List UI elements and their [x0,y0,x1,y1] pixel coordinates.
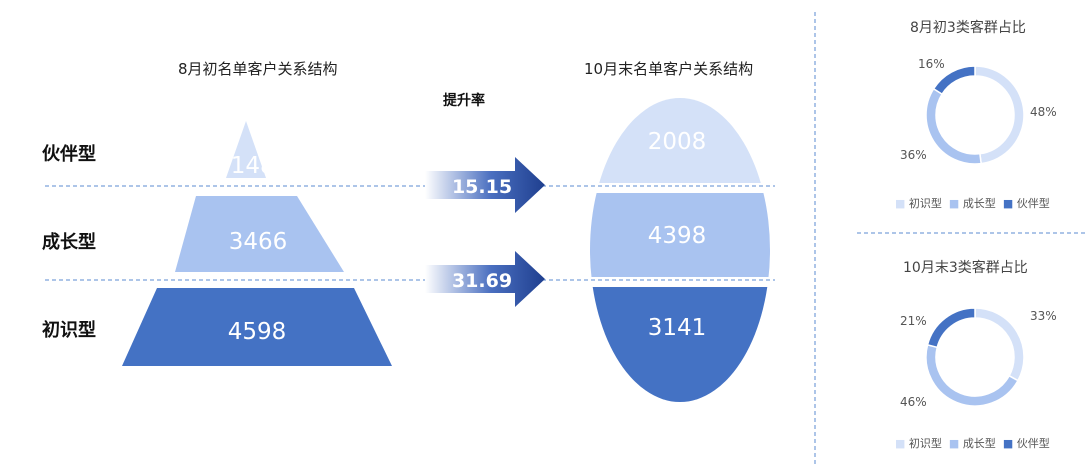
value-aug-partner: 1483 [231,153,290,179]
donut-aug-legend: ■ 初识型 ■ 成长型 ■ 伙伴型 [895,195,1050,211]
row-label-partner: 伙伴型 [42,144,96,165]
donut-oct-label-growth: 46% [900,395,927,409]
rate-value-2: 31.69 [452,270,512,292]
right-chart-title: 10月末名单客户关系结构 [584,60,754,78]
right-panel-dividers [814,12,1087,466]
row-label-initial: 初识型 [42,320,96,341]
value-aug-growth: 3466 [229,229,288,255]
legend-label-initial: 初识型 [908,437,942,450]
legend-dot-initial: ■ [895,197,906,210]
ellipse-middle-growth [590,193,770,277]
donut-aug-slice-initial [974,65,1025,165]
pyramid-bottom-initial [122,288,392,366]
donut-aug-slice-partner [932,65,976,96]
pyramid-middle-growth [175,196,344,272]
donut-oct-slice-partner [926,307,976,349]
structure-chart: 1483 3466 4598 2008 4398 3141 15.15 31.6… [45,98,775,402]
value-oct-initial: 3141 [648,315,707,341]
rate-value-1: 15.15 [452,176,512,198]
donut-oct-slice-growth [925,343,1019,407]
donut-oct: 33% 46% 21% [900,307,1057,409]
legend-dot-growth: ■ [948,197,960,210]
row-label-growth: 成长型 [42,232,96,253]
rate-title: 提升率 [443,93,485,109]
donut-aug-title: 8月初3类客群占比 [910,20,1026,36]
donut-oct-slice-initial [974,307,1025,382]
pyramid-top-partner [226,121,266,178]
legend-label-partner: 伙伴型 [1016,197,1050,210]
legend-dot-growth: ■ [948,437,960,450]
legend-dot-partner: ■ [1002,197,1014,210]
legend-dot-partner: ■ [1002,437,1014,450]
rate-arrow-2 [425,251,545,307]
legend-label-partner: 伙伴型 [1016,437,1050,450]
left-chart-title: 8月初名单客户关系结构 [178,60,338,78]
value-aug-initial: 4598 [228,319,287,345]
legend-label-growth: 成长型 [962,197,996,210]
donut-oct-label-initial: 33% [1030,309,1057,323]
donut-oct-label-partner: 21% [900,314,927,328]
legend-dot-initial: ■ [895,437,906,450]
donut-aug: 48% 36% 16% [900,57,1057,165]
ellipse-bottom-initial [590,287,770,402]
donut-oct-legend: ■ 初识型 ■ 成长型 ■ 伙伴型 [895,435,1050,451]
donut-aug-slice-growth [925,87,982,165]
donut-oct-title: 10月末3类客群占比 [903,260,1028,276]
value-oct-growth: 4398 [648,223,707,249]
donut-aug-label-growth: 36% [900,148,927,162]
donut-aug-label-initial: 48% [1030,105,1057,119]
legend-label-growth: 成长型 [962,437,996,450]
legend-label-initial: 初识型 [908,197,942,210]
donut-aug-label-partner: 16% [918,57,945,71]
value-oct-partner: 2008 [648,129,707,155]
rate-arrow-1 [425,157,545,213]
